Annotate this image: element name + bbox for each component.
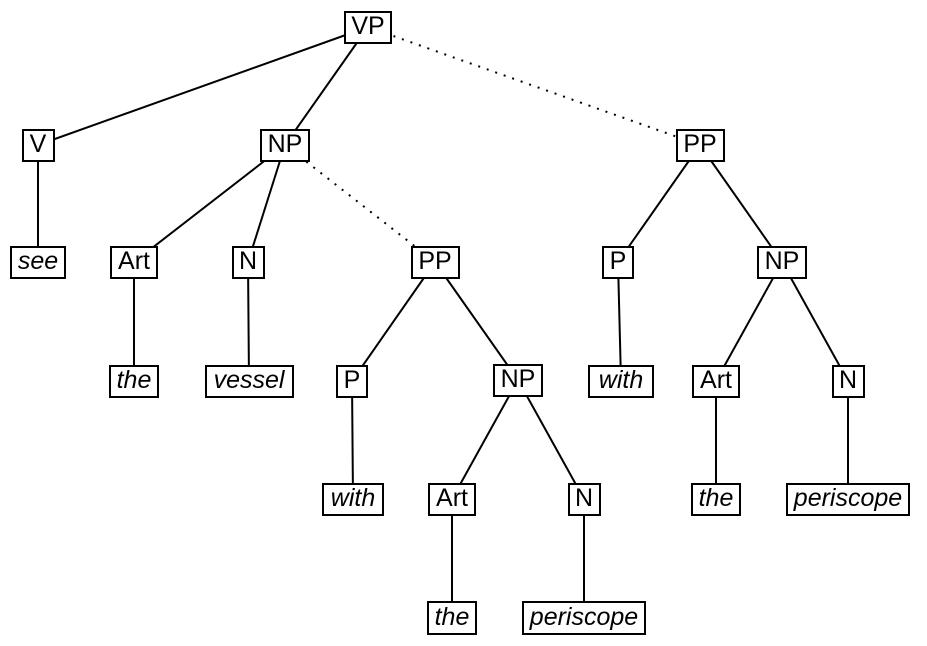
tree-node-the-1: the — [109, 364, 159, 398]
tree-node-v: V — [21, 128, 55, 162]
tree-node-with-1: with — [322, 482, 384, 516]
tree-edge-pp-2-np-3 — [699, 144, 783, 263]
tree-node-see: see — [10, 245, 66, 279]
tree-node-periscope-2: periscope — [786, 482, 910, 516]
tree-node-p-2: P — [602, 245, 634, 279]
tree-edge-pp-1-np-2 — [434, 261, 519, 381]
tree-node-np-3: NP — [757, 245, 807, 279]
tree-node-np-2: NP — [493, 363, 543, 397]
tree-edge-vp-v — [37, 26, 369, 146]
tree-node-pp-1: PP — [410, 245, 460, 279]
tree-edge-np-1-pp-1-alternative-attachment — [284, 144, 436, 263]
tree-edge-vp-pp-2-alternative-attachment — [367, 26, 701, 146]
tree-edge-p-1-with-1 — [351, 380, 354, 500]
tree-edge-np-3-n-3 — [781, 261, 849, 382]
tree-node-pp-2: PP — [675, 128, 725, 162]
tree-node-the-3: the — [691, 482, 741, 516]
tree-node-n-3: N — [831, 364, 865, 398]
tree-edge-vp-np-1 — [284, 26, 369, 146]
tree-node-the-2: the — [427, 601, 477, 635]
tree-edge-np-2-n-2 — [517, 379, 585, 500]
tree-edge-np-3-art-3 — [715, 261, 783, 382]
tree-edge-np-2-art-2 — [451, 379, 519, 500]
tree-node-vessel: vessel — [204, 364, 294, 398]
tree-node-np-1: NP — [260, 128, 310, 162]
tree-edge-p-2-with-2 — [617, 261, 622, 382]
tree-edge-pp-1-p-1 — [351, 261, 436, 382]
tree-node-vp: VP — [344, 10, 392, 44]
tree-node-n-1: N — [231, 245, 265, 279]
tree-node-n-2: N — [567, 482, 601, 516]
tree-node-art-2: Art — [428, 482, 476, 516]
tree-node-with-2: with — [588, 364, 654, 398]
tree-node-art-1: Art — [110, 245, 158, 279]
tree-node-art-3: Art — [692, 364, 740, 398]
tree-node-periscope-1: periscope — [522, 601, 646, 635]
tree-edge-np-1-art-1 — [133, 144, 286, 263]
tree-edge-n-1-vessel — [247, 261, 250, 382]
tree-edge-np-1-n-1 — [247, 144, 286, 263]
tree-node-p-1: P — [336, 364, 368, 398]
tree-edge-pp-2-p-2 — [617, 144, 701, 263]
